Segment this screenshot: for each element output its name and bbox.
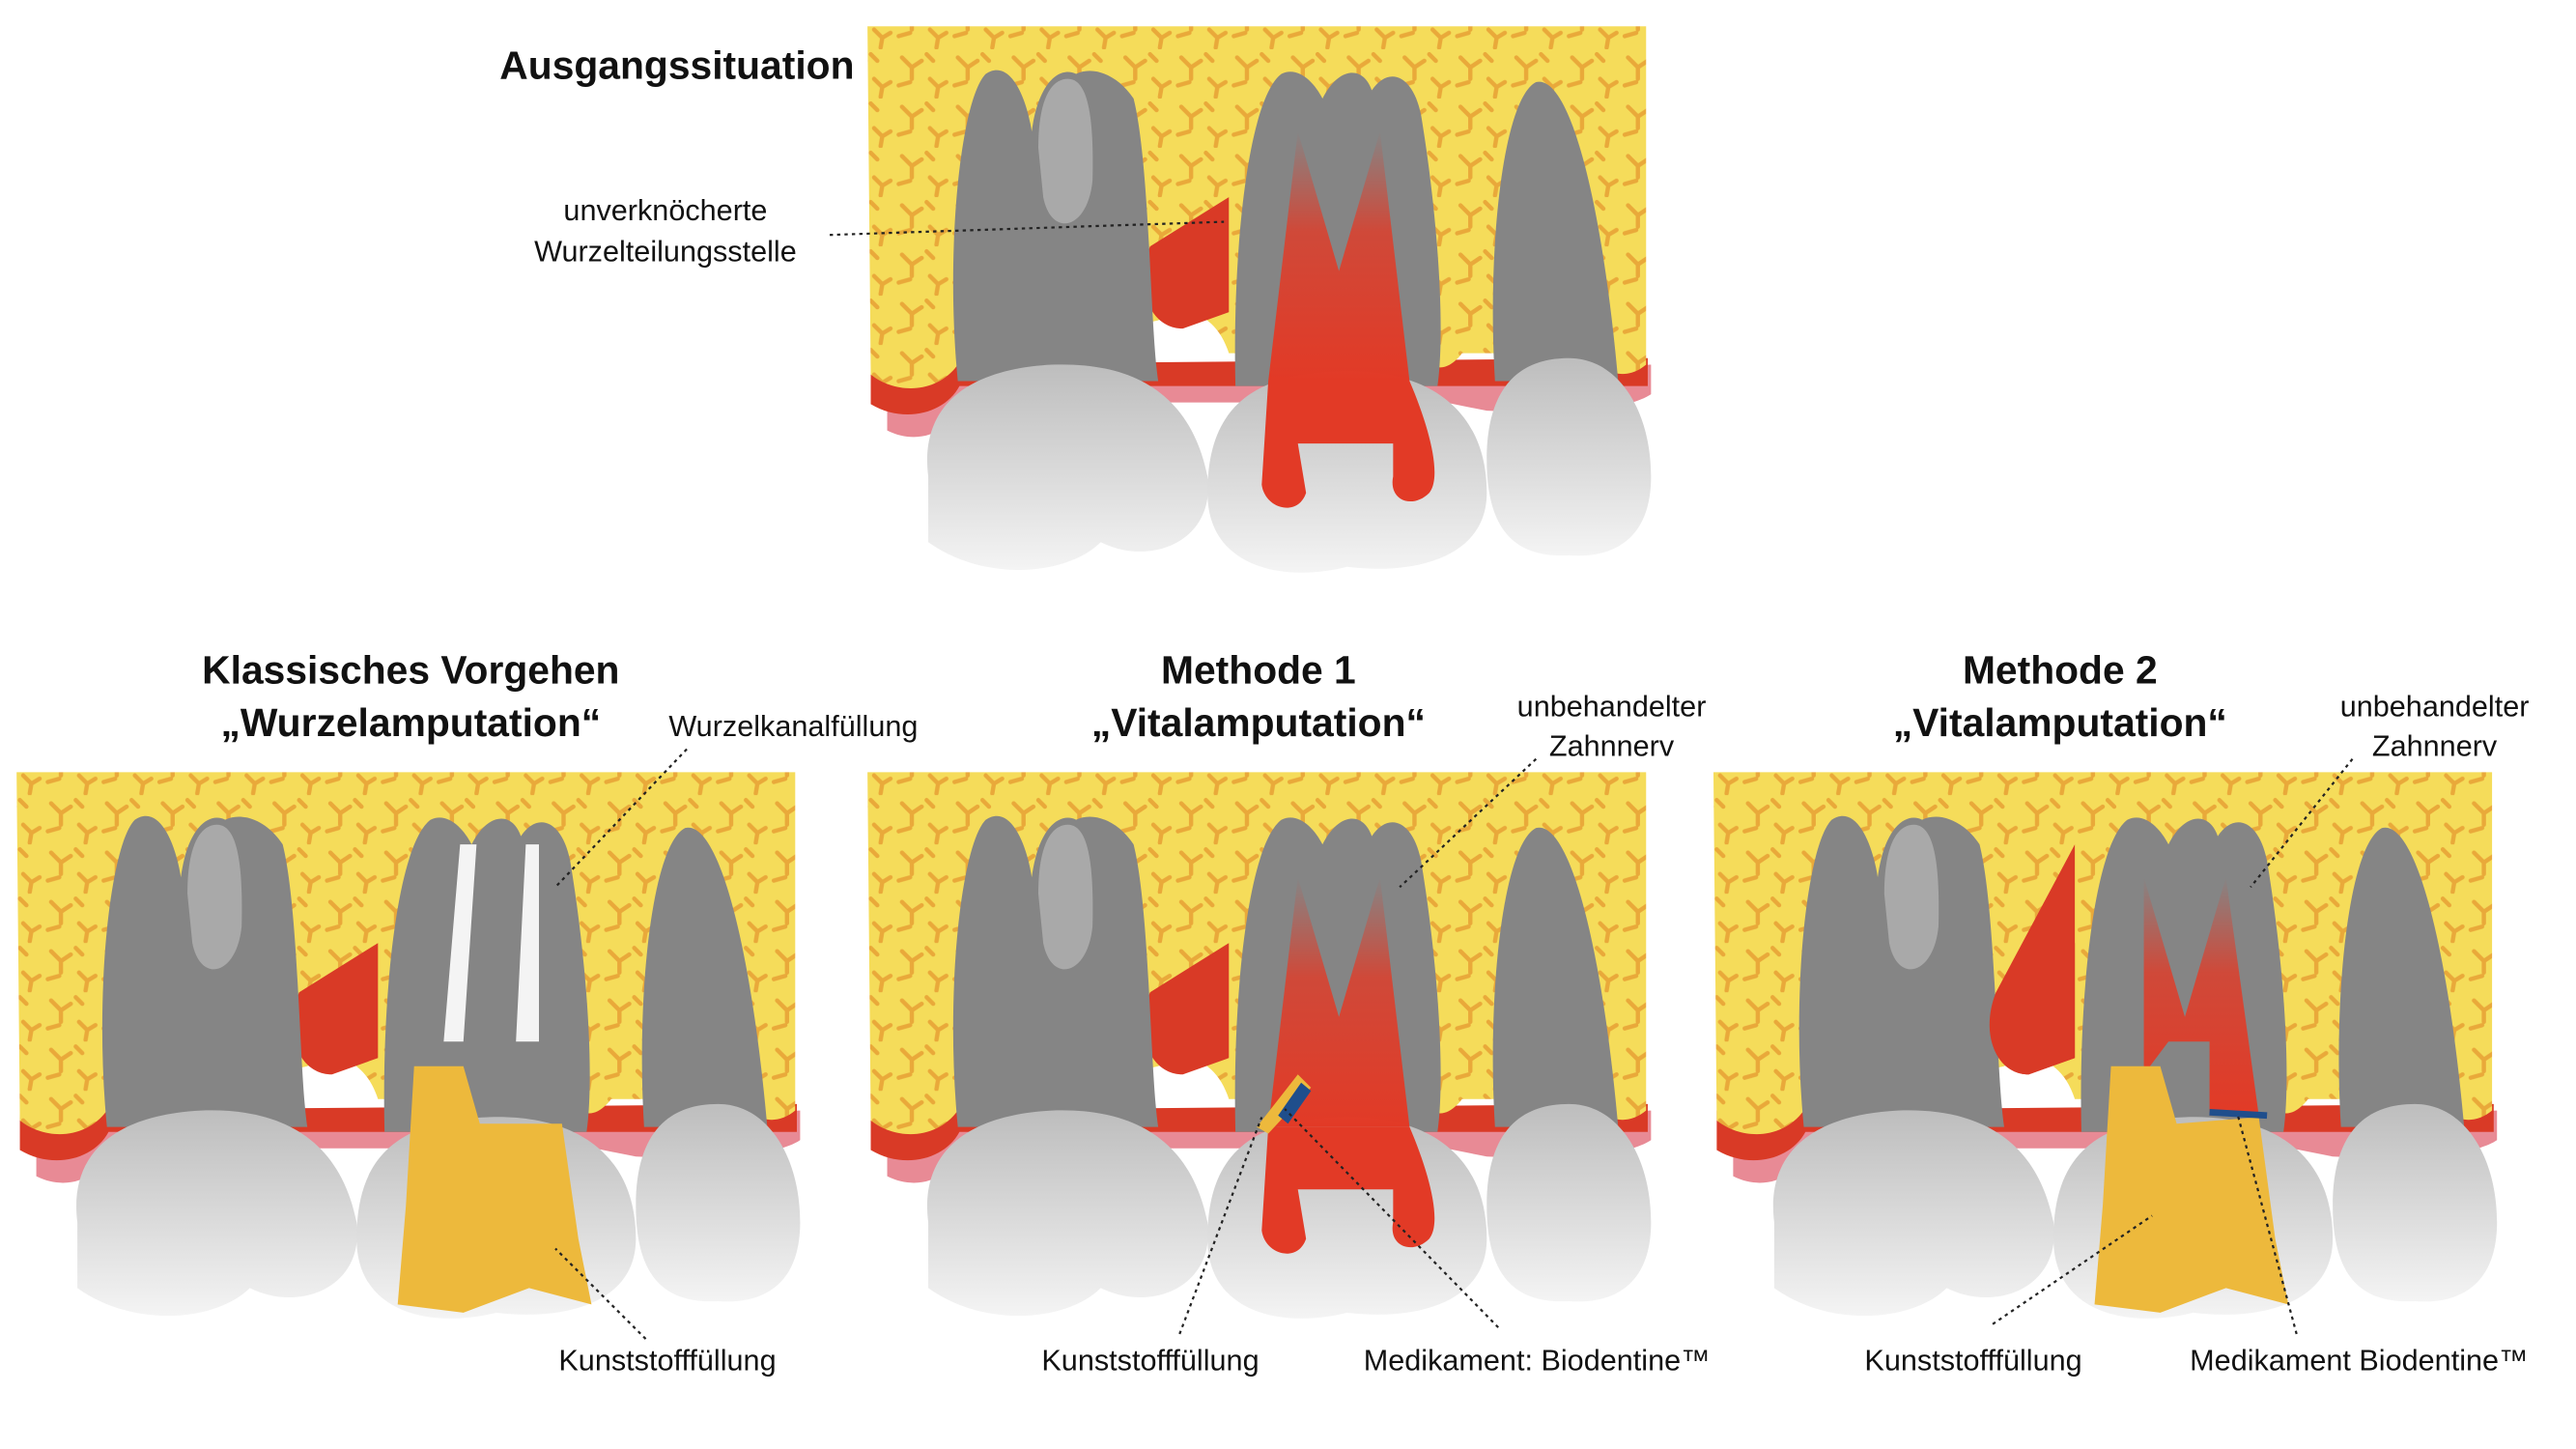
panel-classic: Klassisches Vorgehen „Wurzelamputation“ … [16,647,918,1377]
label-composite-filling: Kunststofffüllung [558,1344,776,1377]
panel-method2-title-2: „Vitalamputation“ [1893,700,2227,745]
label-composite-filling: Kunststofffüllung [1041,1344,1259,1377]
label-undeveloped-line2: Wurzelteilungsstelle [534,235,797,268]
label-medication: Medikament Biodentine™ [2190,1344,2528,1377]
leader-line [554,1247,647,1340]
label-undeveloped-line1: unverknöcherte [563,194,767,227]
leader-line [1992,1214,2153,1325]
panel-initial-title: Ausgangssituation [499,43,854,88]
leader-line [2236,1113,2298,1335]
leader-line [554,748,688,889]
label-composite-filling: Kunststofffüllung [1864,1344,2081,1377]
leader-line [1399,757,1538,889]
panel-method2-title-1: Methode 2 [1963,647,2158,692]
panel-initial: Ausgangssituation unverknöcherte Wurzelt… [499,26,1652,573]
leader-line [1284,1108,1499,1328]
label-untreated-nerve-1: unbehandelter [1517,690,1707,723]
leader-line [2250,758,2354,889]
label-untreated-nerve-2: Zahnnerv [2372,729,2498,762]
label-untreated-nerve-1: unbehandelter [2340,690,2530,723]
panel-method1-title-2: „Vitalamputation“ [1091,700,1426,745]
panel-classic-title-2: „Wurzelamputation“ [221,700,602,745]
label-root-canal-filling: Wurzelkanalfüllung [668,710,918,743]
panel-classic-title-1: Klassisches Vorgehen [202,647,619,692]
label-medication: Medikament: Biodentine™ [1364,1344,1711,1377]
label-untreated-nerve-2: Zahnnerv [1549,729,1675,762]
panel-method1: Methode 1 „Vitalamputation“ unbehandelte… [867,647,1711,1377]
panel-method1-title-1: Methode 1 [1161,647,1356,692]
panel-method2: Methode 2 „Vitalamputation“ unbehandelte… [1713,647,2529,1377]
leader-line [1178,1117,1263,1335]
